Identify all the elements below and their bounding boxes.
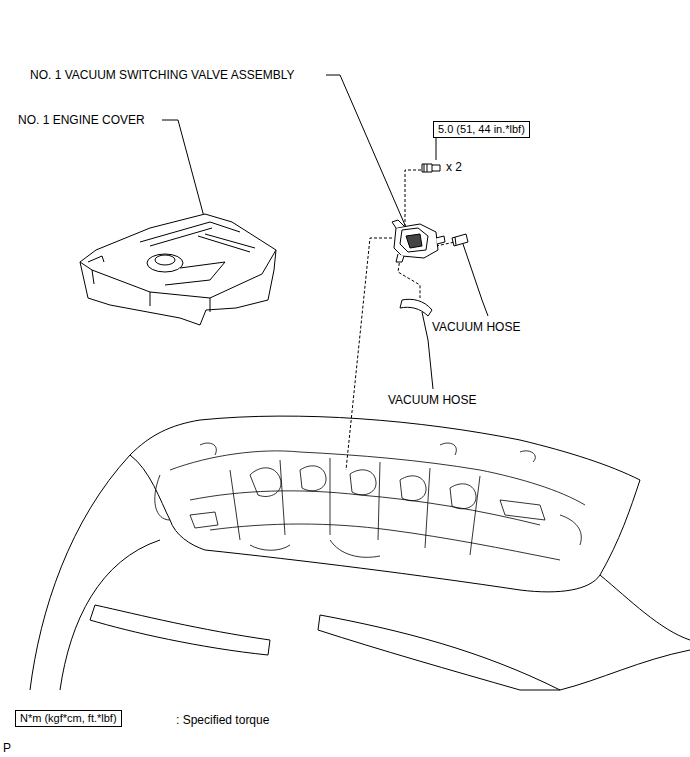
part-name: VACUUM HOSE xyxy=(432,320,520,334)
quantity: x 2 xyxy=(446,160,462,174)
torque-text: 5.0 (51, 44 in.*lbf) xyxy=(438,123,525,136)
leader-line xyxy=(162,120,207,228)
torque-text: N*m (kgf*cm, ft.*lbf) xyxy=(20,712,117,725)
leader-line xyxy=(463,244,488,316)
part-name: NO. 1 ENGINE COVER xyxy=(18,113,145,127)
bolt xyxy=(422,164,440,172)
leader-line xyxy=(436,137,437,160)
vacuum-hose xyxy=(400,234,468,316)
torque-spec-box: 5.0 (51, 44 in.*lbf) xyxy=(433,121,530,138)
valve-assembly xyxy=(392,220,445,262)
part-name: NO. 1 VACUUM SWITCHING VALVE ASSEMBLY xyxy=(30,68,295,82)
engine-cover xyxy=(80,214,276,325)
leader-line xyxy=(326,75,408,232)
part-name: VACUUM HOSE xyxy=(388,393,476,407)
vehicle-body xyxy=(30,416,690,690)
torque-legend-box: N*m (kgf*cm, ft.*lbf) xyxy=(15,710,122,727)
legend-note: : Specified torque xyxy=(176,713,269,727)
leader-line xyxy=(422,312,433,389)
engine xyxy=(155,443,585,560)
page-mark: P xyxy=(3,741,11,755)
